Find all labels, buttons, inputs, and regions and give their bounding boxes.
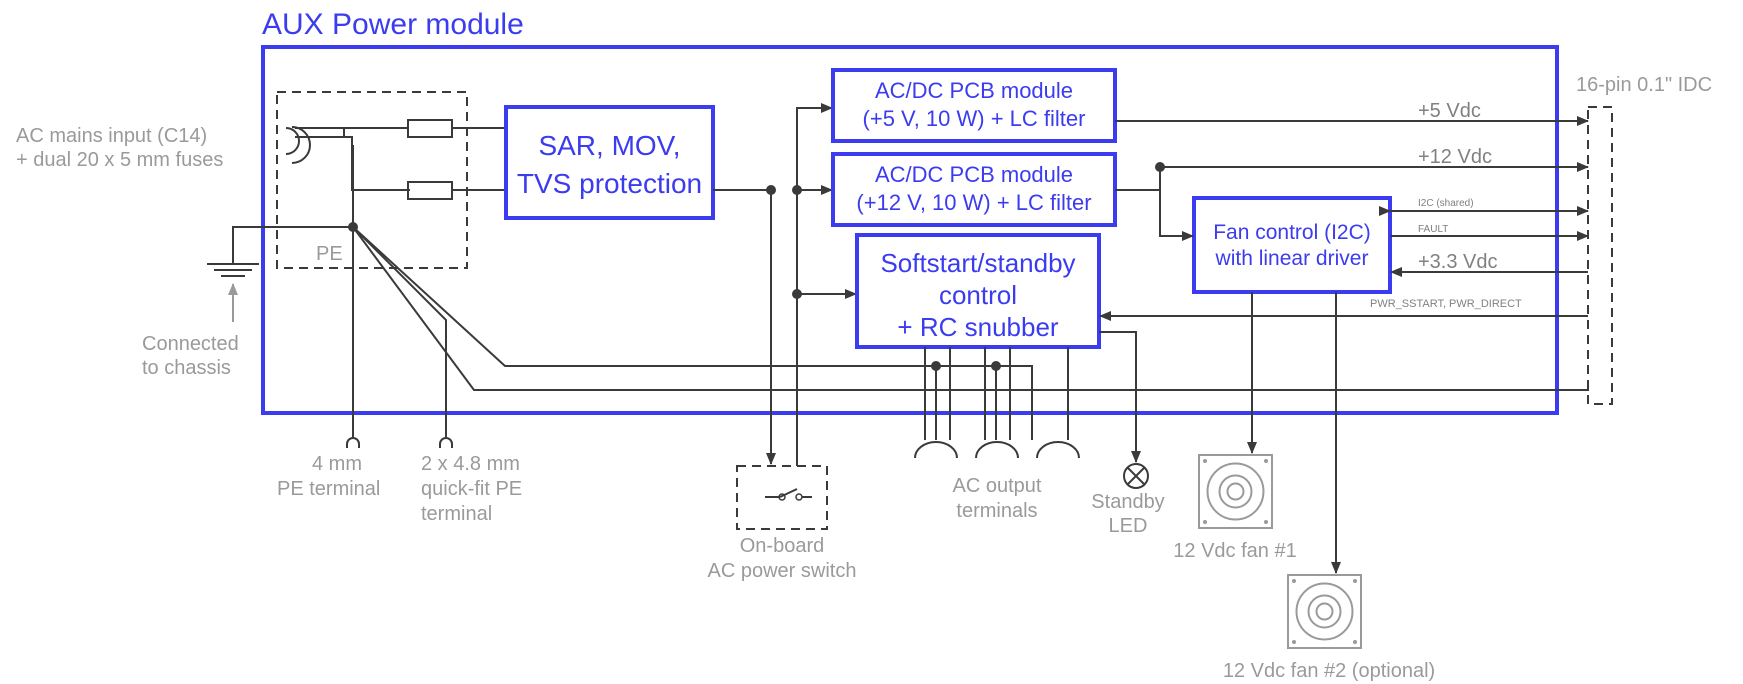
pe4-label-1: 4 mm [312, 453, 362, 475]
ac-mains-label-1: AC mains input (C14) [16, 125, 207, 147]
fan-control-block [1192, 196, 1392, 294]
switch-label-1: On-board [740, 535, 825, 557]
fan1-label: 12 Vdc fan #1 [1173, 540, 1296, 562]
ac-mains-label-2: + dual 20 x 5 mm fuses [16, 149, 223, 171]
acout-label-2: terminals [956, 500, 1037, 522]
wire-12v [1159, 162, 1589, 190]
sig-12v: +12 Vdc [1418, 146, 1492, 168]
pe-wire-idc [352, 226, 1589, 391]
acdc5-label-1: AC/DC PCB module [875, 78, 1073, 103]
wire-12v-fan [1159, 190, 1194, 241]
acdc-5v-block [831, 68, 1117, 143]
pe4-label-2: PE terminal [277, 478, 380, 500]
idc-label: 16-pin 0.1" IDC [1576, 74, 1712, 96]
fan2-label: 12 Vdc fan #2 (optional) [1223, 660, 1435, 682]
ac-inlet-icon-inner [285, 127, 300, 155]
wire-standby-led [1099, 331, 1141, 463]
sig-i2c: I2C (shared) [1418, 198, 1474, 209]
ac-inlet-box [276, 91, 468, 269]
fan-2-icon [1287, 574, 1362, 649]
sig-fault: FAULT [1418, 224, 1448, 235]
wire-bus-acdc5 [796, 103, 833, 457]
sig-5v: +5 Vdc [1418, 100, 1481, 122]
acdc5-label-2: (+5 V, 10 W) + LC filter [863, 106, 1086, 131]
acout-label-1: AC output [953, 475, 1042, 497]
protection-label-2: TVS protection [517, 168, 702, 199]
ac-output-terminal-1 [914, 441, 958, 459]
led-label-1: Standby [1091, 491, 1164, 513]
ac-output-terminal-2 [975, 441, 1019, 459]
pe48-label-3: terminal [421, 503, 492, 525]
led-label-2: LED [1109, 515, 1148, 537]
pe48-label-2: quick-fit PE [421, 478, 522, 500]
protection-label-1: SAR, MOV, [538, 130, 680, 161]
protection-block [504, 105, 715, 220]
softstart-label-1: Softstart/standby [880, 248, 1075, 278]
ac-output-terminal-3 [1036, 441, 1080, 459]
softstart-label-3: + RC snubber [897, 312, 1058, 342]
chassis-wire [232, 226, 353, 264]
acdc12-label-2: (+12 V, 10 W) + LC filter [856, 190, 1091, 215]
idc-connector [1587, 106, 1613, 405]
sig-3v3: +3.3 Vdc [1418, 251, 1498, 273]
chassis-label-1: Connected [142, 333, 239, 355]
pe-terminal-4mm [346, 437, 360, 445]
fuse-2 [407, 181, 453, 200]
pe-wire-quickfit [352, 226, 447, 425]
softstart-label-2: control [939, 280, 1017, 310]
wire-to-switch [713, 189, 776, 465]
pe-label: PE [316, 243, 343, 265]
power-switch-box [736, 465, 828, 530]
fuse-1 [407, 119, 453, 138]
pe48-label-1: 2 x 4.8 mm [421, 453, 520, 475]
pe-wire-acout-3 [352, 226, 1033, 440]
softstart-block [855, 233, 1101, 349]
acdc-12v-block [831, 152, 1117, 227]
aux-module-outline [261, 45, 1559, 415]
module-title: AUX Power module [262, 8, 524, 41]
pe-terminal-quickfit [439, 437, 453, 445]
fan-control-label-2: with linear driver [1215, 247, 1369, 270]
chassis-label-2: to chassis [142, 357, 231, 379]
fan-control-label-1: Fan control (I2C) [1213, 221, 1371, 244]
acdc12-label-1: AC/DC PCB module [875, 162, 1073, 187]
sig-pwr: PWR_SSTART, PWR_DIRECT [1370, 298, 1522, 310]
fan-1-icon [1198, 454, 1273, 529]
switch-label-2: AC power switch [708, 560, 857, 582]
